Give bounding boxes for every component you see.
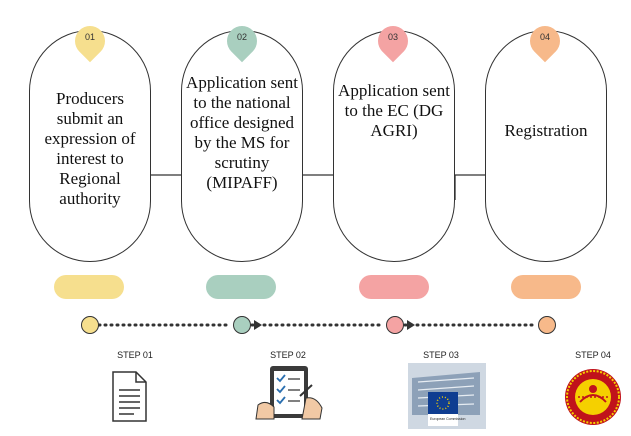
step-number-1: 01 bbox=[84, 32, 95, 42]
step-card-3: Application sent to the EC (DG AGRI) bbox=[333, 30, 455, 262]
step-label-4: STEP 04 bbox=[575, 350, 611, 360]
step-bar-1 bbox=[54, 275, 124, 299]
step-text-4: Registration bbox=[504, 121, 588, 140]
step-label-2: STEP 02 bbox=[270, 350, 306, 360]
step-text-2: Application sent to the national office … bbox=[186, 73, 298, 192]
step-bar-4 bbox=[511, 275, 581, 299]
step-label-3: STEP 03 bbox=[423, 350, 459, 360]
step-card-1: Producers submit an expression of intere… bbox=[29, 30, 151, 262]
step-bar-2 bbox=[206, 275, 276, 299]
timeline-arrow-2 bbox=[254, 320, 262, 330]
step-number-3: 03 bbox=[387, 32, 398, 42]
timeline-dot-2 bbox=[233, 316, 251, 334]
step-card-4: Registration bbox=[485, 30, 607, 262]
step-number-2: 02 bbox=[236, 32, 247, 42]
step-text-3: Application sent to the EC (DG AGRI) bbox=[338, 81, 450, 140]
step-bar-3 bbox=[359, 275, 429, 299]
timeline-dot-4 bbox=[538, 316, 556, 334]
timeline-dot-3 bbox=[386, 316, 404, 334]
step-card-2: Application sent to the national office … bbox=[181, 30, 303, 262]
connector-3-4 bbox=[454, 174, 497, 200]
eu-caption: European Commission bbox=[430, 417, 465, 421]
step-text-1: Producers submit an expression of intere… bbox=[44, 89, 136, 208]
timeline-arrow-3 bbox=[407, 320, 415, 330]
step-label-1: STEP 01 bbox=[117, 350, 153, 360]
timeline-dot-1 bbox=[81, 316, 99, 334]
step-number-4: 04 bbox=[539, 32, 550, 42]
